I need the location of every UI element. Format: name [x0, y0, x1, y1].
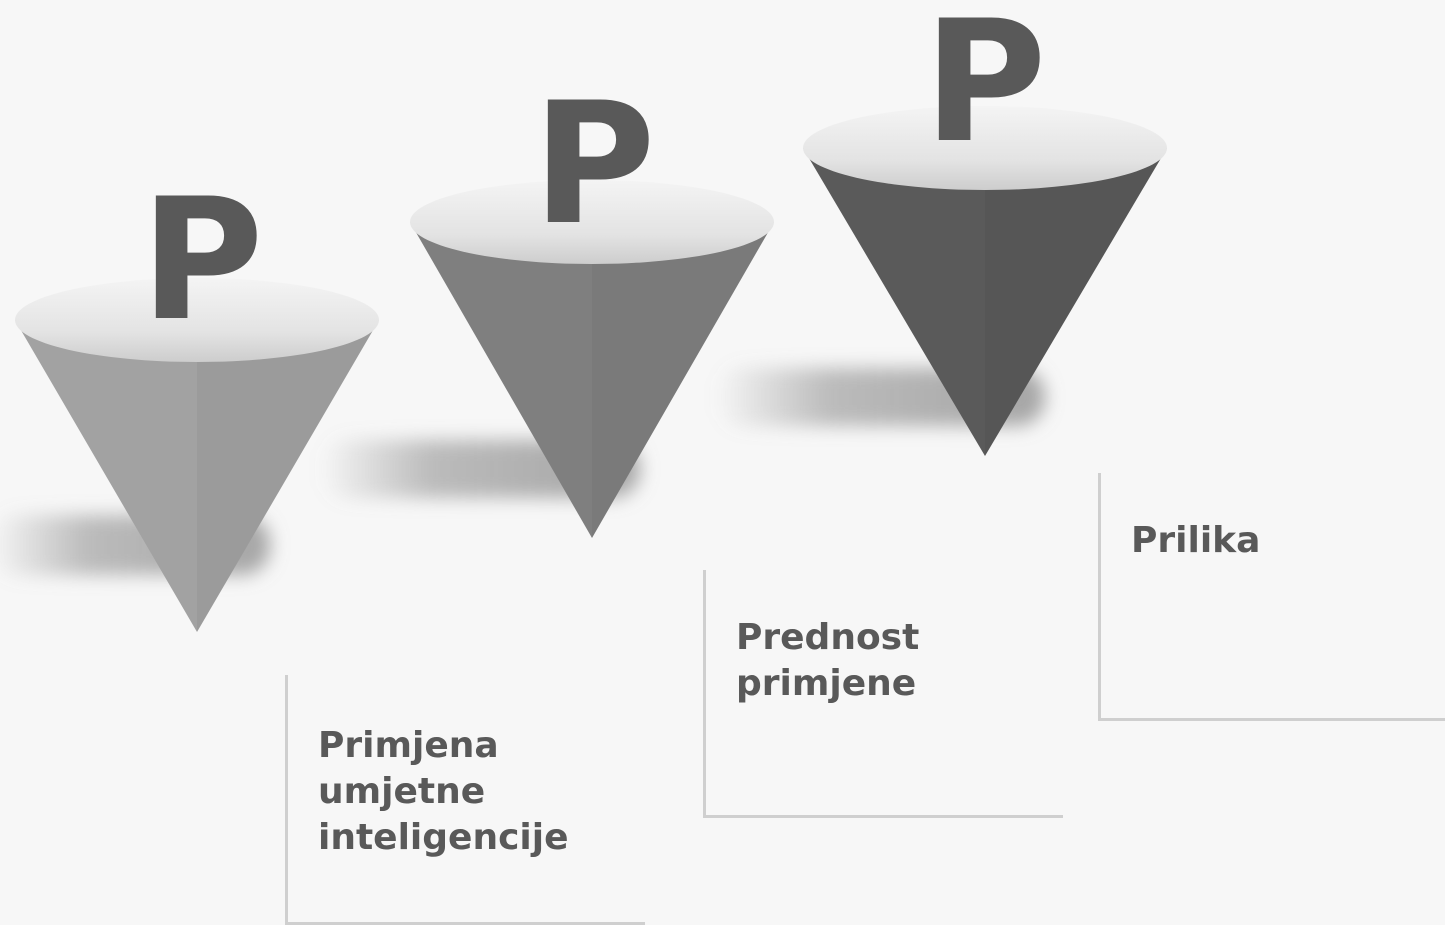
cone-letter-2: P — [532, 66, 655, 262]
label-box-2: Prednost primjene — [703, 570, 1063, 818]
item-label-3: Prilika — [1131, 520, 1261, 561]
cone-letter-1: P — [140, 162, 263, 358]
cone-2: P — [410, 66, 774, 538]
item-label-2: Prednost primjene — [736, 617, 920, 704]
cone-top-2 — [410, 180, 774, 264]
label-box-1: Primjena umjetne inteligencije — [285, 675, 645, 925]
cone-top-3 — [803, 106, 1167, 190]
cone-top-1 — [15, 278, 379, 362]
cone-1: P — [15, 162, 379, 632]
cone-3: P — [803, 0, 1167, 456]
cone-body-3 — [803, 148, 1167, 456]
cone-body-2 — [410, 222, 774, 538]
label-box-3: Prilika — [1098, 473, 1445, 721]
item-label-1: Primjena umjetne inteligencije — [318, 725, 569, 858]
cone-letter-3: P — [923, 0, 1046, 180]
cone-body-1 — [15, 320, 379, 632]
